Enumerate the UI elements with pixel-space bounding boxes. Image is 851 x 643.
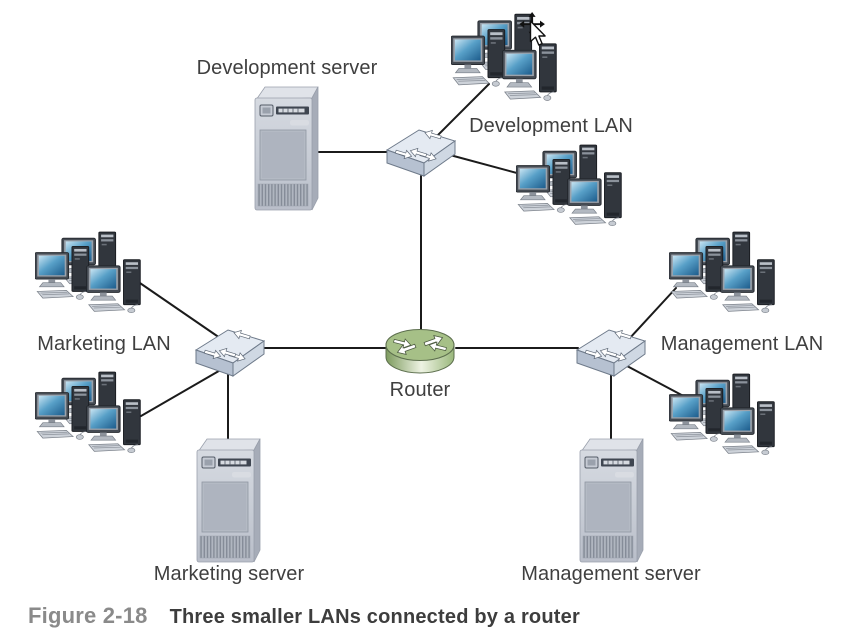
management-lan-workstation-cluster-bottom xyxy=(669,372,781,458)
management-server-label: Management server xyxy=(521,563,701,585)
development-lan-workstation-cluster-bottom xyxy=(516,143,628,229)
figure-caption: Figure 2-18 Three smaller LANs connected… xyxy=(28,603,828,629)
marketing-lan-label: Marketing LAN xyxy=(37,333,171,355)
management-lan-label: Management LAN xyxy=(660,333,824,355)
wire-development-top-cluster-to-switch xyxy=(431,83,490,142)
management-server-tower xyxy=(577,436,645,564)
wire-management-top-cluster-to-switch xyxy=(628,287,677,340)
wire-marketing-top-cluster-to-switch xyxy=(136,280,221,339)
marketing-server-tower xyxy=(194,436,262,564)
wire-development-switch-to-bottom-cluster xyxy=(449,154,529,177)
figure-number: Figure 2-18 xyxy=(28,603,148,628)
wire-marketing-bottom-cluster-to-switch xyxy=(140,367,225,417)
management-lan-workstation-cluster-top xyxy=(669,230,781,316)
marketing-lan-workstation-cluster-bottom xyxy=(35,370,147,456)
marketing-switch-icon xyxy=(193,324,267,378)
router-icon xyxy=(381,321,459,379)
development-lan-label: Development LAN xyxy=(469,115,633,137)
move-cursor xyxy=(519,12,546,46)
marketing-lan-workstation-cluster-top xyxy=(35,230,147,316)
router-label: Router xyxy=(389,379,451,401)
management-switch-icon xyxy=(574,324,648,378)
marketing-server-label: Marketing server xyxy=(153,563,305,585)
development-server-label: Development server xyxy=(196,57,378,79)
figure-caption-text: Three smaller LANs connected by a router xyxy=(169,606,580,628)
development-switch-icon xyxy=(384,124,458,178)
development-server-tower xyxy=(252,84,320,212)
